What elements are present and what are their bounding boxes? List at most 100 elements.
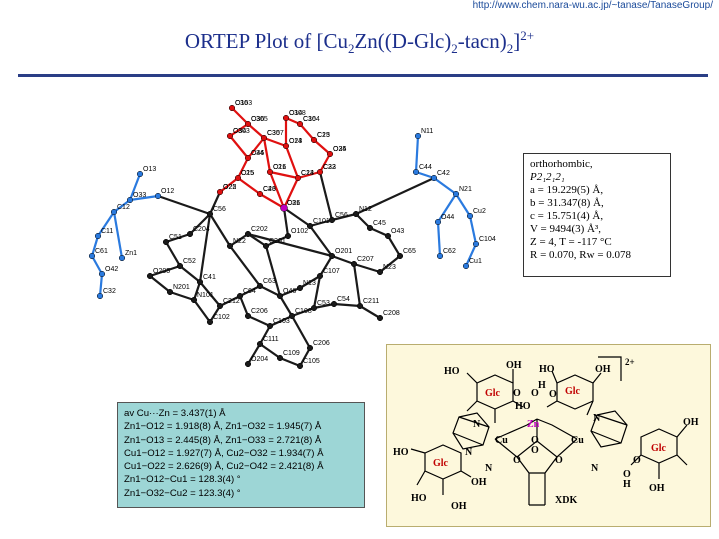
ortep-atom <box>436 252 444 260</box>
ortep-atom <box>296 362 304 370</box>
scheme-label: OH <box>595 364 611 375</box>
ortep-atom-label: C36 <box>235 100 248 107</box>
ortep-bond <box>386 234 402 258</box>
ortep-atom-label: C11 <box>101 228 113 235</box>
ortep-bond <box>414 170 436 180</box>
ortep-bond <box>236 176 262 196</box>
ortep-atom <box>284 232 292 240</box>
ortep-bond <box>278 294 294 318</box>
ortep-atom-label: O102 <box>291 228 308 235</box>
ortep-atom-label: O36 <box>251 116 264 123</box>
ortep-atom-label: C206 <box>251 308 268 315</box>
ortep-atom-label: C63 <box>263 278 276 285</box>
scheme-label: O <box>555 455 563 466</box>
scheme-label: Glc <box>433 458 449 469</box>
ortep-atom-label: C31 <box>287 200 300 207</box>
ortep-atom <box>190 296 198 304</box>
ortep-atom-label: C54 <box>337 296 350 303</box>
scheme-label: O <box>531 435 539 446</box>
scheme-label: Cu <box>571 435 584 446</box>
ortep-bond <box>282 206 312 228</box>
ortep-atom <box>154 192 162 200</box>
ortep-bond <box>318 152 332 174</box>
ortep-atom <box>434 218 442 226</box>
title-rule <box>18 74 708 77</box>
scheme-label: O <box>531 445 539 456</box>
ortep-atom <box>376 314 384 322</box>
ortep-atom <box>356 302 364 310</box>
ortep-atom-label: Zn1 <box>125 250 137 257</box>
ortep-bond <box>112 210 124 260</box>
ortep-atom-label: O34 <box>233 128 246 135</box>
ortep-bond <box>148 274 172 294</box>
ortep-atom <box>244 312 252 320</box>
ortep-atom-label: C16 <box>303 116 316 123</box>
ortep-bond <box>208 190 222 216</box>
ortep-bond <box>468 214 478 246</box>
ortep-atom <box>216 188 224 196</box>
ortep-atom <box>276 292 284 300</box>
bond-line: Cu1−O12 = 1.927(7) Å, Cu2−O32 = 1.934(7)… <box>124 447 324 459</box>
scheme-label: Glc <box>565 386 581 397</box>
bond-line: Cu1−O22 = 2.626(9) Å, Cu2−O42 = 2.421(8)… <box>124 461 324 473</box>
ortep-bond <box>290 306 316 318</box>
ortep-bond <box>128 194 160 202</box>
ortep-atom <box>186 230 194 238</box>
ortep-atom-label: C32 <box>103 288 116 295</box>
ortep-bond <box>436 220 442 258</box>
ortep-atom-label: O201 <box>335 248 352 255</box>
ortep-atom <box>430 174 438 182</box>
ortep-atom <box>256 190 264 198</box>
ortep-atom-label: Cu2 <box>473 208 486 215</box>
ortep-atom <box>366 224 374 232</box>
ortep-atom <box>462 262 470 270</box>
ortep-bond <box>178 264 202 284</box>
ortep-atom <box>326 150 334 158</box>
bond-parameters-box: av Cu···Zn = 3.437(1) Å Zn1−O12 = 1.918(… <box>117 402 365 508</box>
cell-line: V = 9494(3) Å³, <box>530 223 602 235</box>
ortep-bond <box>90 234 100 258</box>
page-title: ORTEP Plot of [Cu2Zn((D-Glc)2-tacn)2]2+ <box>184 28 535 57</box>
ortep-bond <box>318 170 334 222</box>
ortep-atom <box>206 210 214 218</box>
ortep-bond <box>268 170 286 210</box>
ortep-atom-label: O12 <box>161 188 174 195</box>
ortep-atom <box>472 240 480 248</box>
ortep-atom-label: Cu1 <box>469 258 482 265</box>
ortep-atom-label: C22 <box>323 164 336 171</box>
ortep-bond <box>298 346 312 368</box>
ortep-bond <box>312 138 332 156</box>
ortep-atom <box>166 288 174 296</box>
ortep-atom-label: O46 <box>251 150 264 157</box>
ortep-atom <box>316 272 324 280</box>
ortep-bond <box>264 244 282 298</box>
ortep-bond <box>228 122 250 138</box>
ortep-atom <box>296 284 304 292</box>
ortep-bond <box>432 176 458 196</box>
ortep-atom-label: C101 <box>313 218 330 225</box>
ortep-atom <box>266 322 274 330</box>
ortep-atom-label: O44 <box>441 214 454 221</box>
ortep-atom <box>350 260 358 268</box>
ortep-atom-label: C42 <box>437 170 450 177</box>
ortep-atom-label: C62 <box>443 248 456 255</box>
ortep-atom <box>162 238 170 246</box>
ortep-atom-label: C33 <box>323 164 336 171</box>
ortep-atom-label: C212 <box>223 298 240 305</box>
ortep-atom <box>352 210 360 218</box>
scheme-label: O <box>531 388 539 399</box>
ortep-atom <box>280 204 288 212</box>
ortep-atom-label: C202 <box>251 226 268 233</box>
ortep-atom <box>376 268 384 276</box>
ortep-atom <box>96 292 104 300</box>
ortep-atom <box>310 304 318 312</box>
ortep-bond <box>246 342 262 366</box>
bond-line: Zn1−O12−Cu1 = 128.3(4) ° <box>124 474 241 486</box>
ortep-atom <box>110 208 118 216</box>
ortep-bond <box>258 324 272 346</box>
ortep-atom-label: C34 <box>251 150 264 157</box>
ortep-atom-label: O26 <box>287 200 300 207</box>
ortep-bond <box>156 194 212 216</box>
ortep-atom <box>244 360 252 368</box>
ortep-atom-label: C307 <box>267 130 284 137</box>
